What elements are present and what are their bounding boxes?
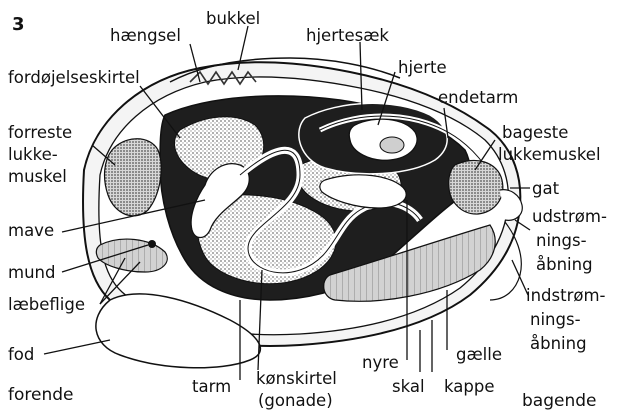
label-indstroem-2: nings-	[530, 311, 581, 329]
label-endetarm: endetarm	[438, 89, 518, 107]
label-bageste-2: lukkemuskel	[498, 146, 601, 164]
label-hjertesaek: hjertesæk	[306, 27, 389, 45]
mouth	[148, 240, 156, 248]
label-udstroem-1: udstrøm-	[532, 208, 607, 226]
label-koenskirtel-2: (gonade)	[258, 392, 333, 410]
label-koenskirtel-1: kønskirtel	[256, 370, 337, 388]
label-hjerte: hjerte	[398, 59, 447, 77]
figure-number: 3	[12, 16, 25, 34]
label-forreste-3: muskel	[8, 168, 67, 186]
label-indstroem-1: indstrøm-	[526, 287, 606, 305]
label-mave: mave	[8, 222, 54, 240]
label-haengsel: hængsel	[110, 27, 181, 45]
label-forreste-2: lukke-	[8, 146, 58, 164]
label-laebeflige: læbeflige	[8, 296, 85, 314]
label-tarm: tarm	[192, 378, 231, 396]
label-bagende: bagende	[522, 392, 596, 410]
label-forreste-1: forreste	[8, 124, 72, 142]
label-udstroem-2: nings-	[536, 232, 587, 250]
label-gaelle: gælle	[456, 346, 502, 364]
label-skal: skal	[392, 378, 425, 396]
label-nyre: nyre	[362, 354, 399, 372]
label-indstroem-3: åbning	[530, 335, 587, 353]
label-gat: gat	[532, 180, 559, 198]
label-udstroem-3: åbning	[536, 256, 593, 274]
label-bukkel: bukkel	[206, 10, 260, 28]
heart-ventricle	[380, 137, 404, 153]
label-fordoejelseskirtel: fordøjelseskirtel	[8, 69, 140, 87]
label-bageste-1: bageste	[502, 124, 568, 142]
label-fod: fod	[8, 346, 34, 364]
label-forende: forende	[8, 386, 74, 404]
label-mund: mund	[8, 264, 55, 282]
label-kappe: kappe	[444, 378, 494, 396]
